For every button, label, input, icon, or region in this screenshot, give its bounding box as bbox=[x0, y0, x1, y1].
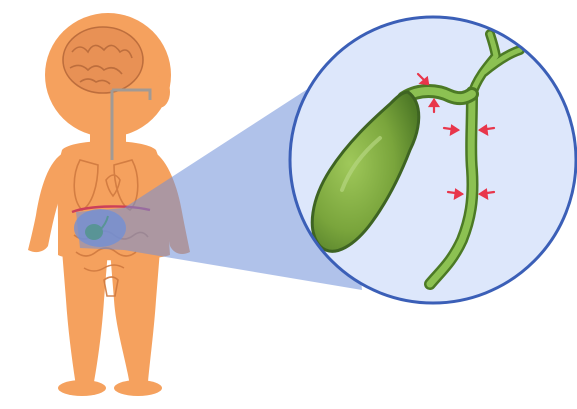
child-left-arm bbox=[28, 152, 65, 253]
child-right-foot bbox=[114, 380, 162, 396]
arrow-top-left bbox=[416, 72, 430, 86]
arrow-mid-right bbox=[477, 124, 496, 137]
child-left-foot bbox=[58, 380, 106, 396]
arrow-low-right bbox=[477, 188, 496, 201]
heart bbox=[105, 174, 121, 198]
cystic-duct-inner bbox=[400, 87, 476, 103]
arrow-mid-left bbox=[442, 124, 461, 137]
brain-folds bbox=[69, 44, 133, 85]
child-ear bbox=[148, 76, 170, 108]
gallbladder-highlight bbox=[340, 136, 382, 192]
common-bile-duct-inner bbox=[426, 88, 476, 288]
child-left-leg bbox=[62, 250, 108, 386]
zoom-circle bbox=[288, 15, 577, 305]
child-neck bbox=[90, 125, 126, 145]
spinal-cord bbox=[110, 88, 152, 160]
zoom-circle-border bbox=[288, 15, 577, 305]
arrow-low-left bbox=[446, 188, 465, 201]
child-right-leg bbox=[110, 250, 160, 386]
bladder bbox=[103, 276, 119, 297]
brain bbox=[62, 26, 144, 94]
arrow-top-right bbox=[427, 98, 441, 114]
magnification-callout bbox=[76, 68, 362, 290]
constriction-arrows bbox=[416, 72, 496, 201]
